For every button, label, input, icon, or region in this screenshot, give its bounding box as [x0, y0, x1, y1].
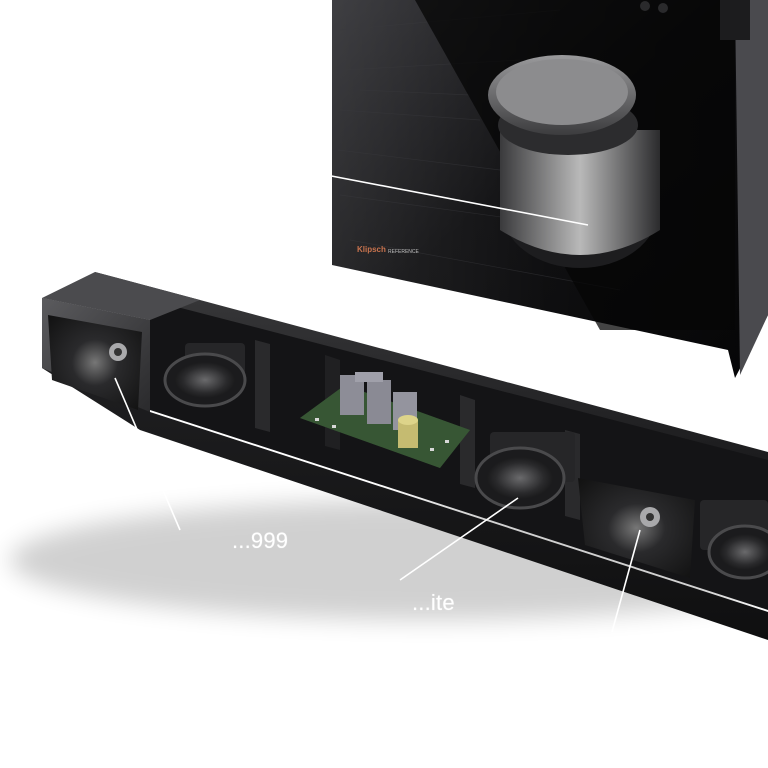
crossover-circuit-board [300, 372, 470, 468]
callout-line-horn [611, 529, 641, 633]
callout-line-tweeter [114, 377, 181, 531]
callout-label-woofer: ...ite [412, 590, 455, 615]
callout-line-subwoofer [299, 169, 589, 226]
klipsch-logo: Klipsch [357, 245, 386, 254]
right-oval-woofer [700, 500, 768, 580]
left-oval-woofer [163, 343, 247, 408]
reference-logo-subtext: REFERENCE [388, 249, 420, 255]
callout-lines [114, 169, 641, 633]
callout-label-horn-line1: ...ear travel [555, 634, 668, 659]
cabinet-controls [640, 0, 750, 40]
callout-line-woofer [399, 497, 519, 581]
callout-label-tweeter: ...999 [232, 528, 289, 553]
subwoofer-cabinet [332, 0, 768, 378]
subwoofer-driver [488, 55, 660, 268]
callout-label-horn-line2: ...nter [632, 664, 690, 689]
right-horn-tweeter [578, 478, 695, 578]
center-oval-woofer [474, 432, 575, 510]
